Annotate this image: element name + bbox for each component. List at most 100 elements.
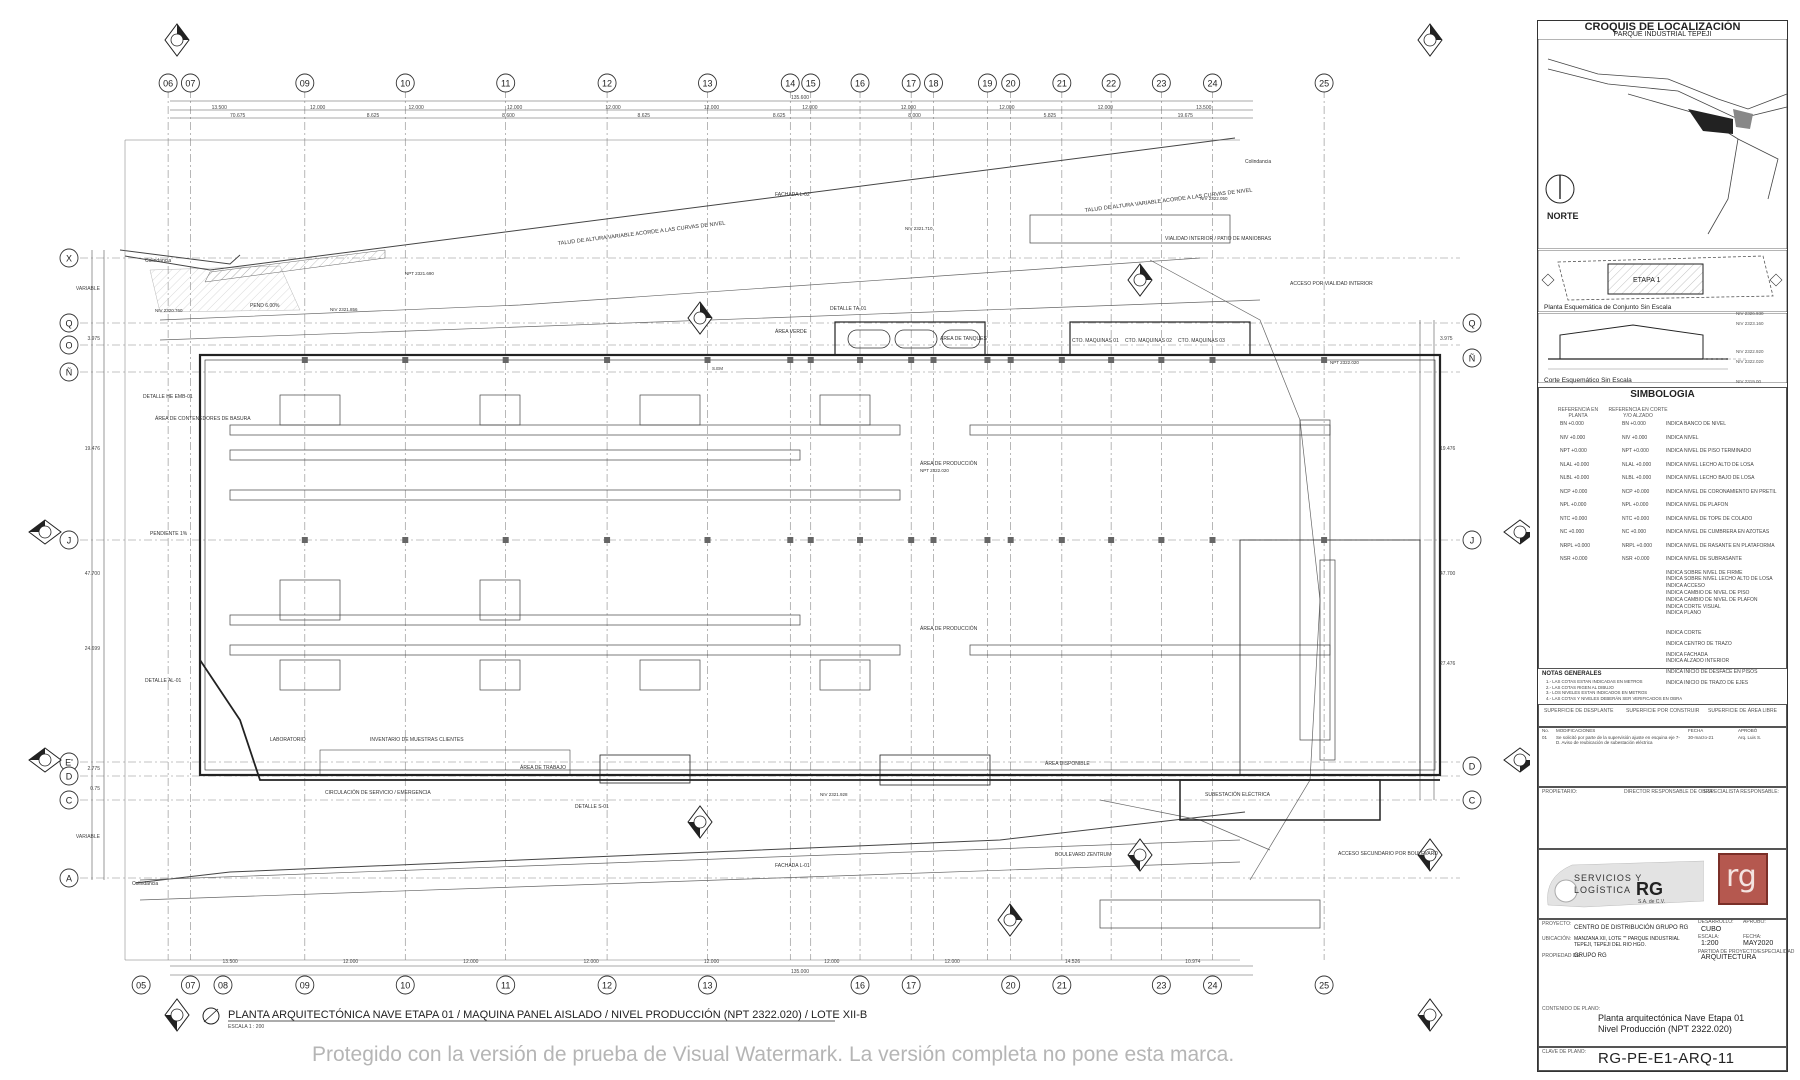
cto-maq-02-label: CTO. MAQUINAS 02 <box>1125 338 1172 344</box>
main-building <box>198 321 1442 821</box>
grid-bubble-bottom-11-label: 11 <box>501 981 510 991</box>
sim-row-plant-0: BN +0.000 <box>1560 421 1584 427</box>
dim-top-1-0: 13.500 <box>212 105 228 111</box>
grid-bubble-top-13: 13 <box>698 73 717 93</box>
column <box>704 537 711 543</box>
cto-maq-01-label: CTO. MAQUINAS 01 <box>1072 338 1119 344</box>
machine-line <box>969 424 1331 436</box>
mod-head-3: APROBÓ <box>1738 728 1758 733</box>
grid-bubble-top-24-label: 24 <box>1207 79 1217 89</box>
section-marker <box>28 519 62 545</box>
grid-bubble-right-1: Ñ <box>1462 348 1482 368</box>
dim-left-1: 3.975 <box>87 336 100 342</box>
drawing-title: PLANTA ARQUITECTÓNICA NAVE ETAPA 01 / MA… <box>228 1008 867 1021</box>
detalle-he-label: DETALLE HE EMB-01 <box>143 394 193 400</box>
column <box>1209 357 1216 363</box>
grid-bubble-right-4: C <box>1462 790 1482 810</box>
grid-bubble-left-8: A <box>59 868 79 888</box>
section-marker <box>1503 519 1530 545</box>
grid-bubble-left-2-label: O <box>65 341 72 351</box>
desarrollo-label: DESARROLLO: <box>1698 919 1734 925</box>
sim-row-section-0: BN +0.000 <box>1622 421 1646 427</box>
column <box>908 357 915 363</box>
mod-row-no: 01 <box>1542 735 1548 740</box>
title-block: CROQUIS DE LOCALIZACIÓN PARQUE INDUSTRIA… <box>1537 20 1794 1072</box>
grid-bubble-top-10-label: 10 <box>400 79 410 89</box>
machine-block <box>819 394 871 426</box>
area-verde-label: ÁREA VERDE <box>775 328 808 335</box>
laboratorio-label: LABORATORIO <box>270 737 306 743</box>
detalle-al-label: DETALLE AL-01 <box>145 678 182 684</box>
column <box>908 537 915 543</box>
sim-row-desc-0: INDICA BANCO DE NIVEL <box>1666 421 1727 427</box>
corte-esq-caption: Corte Esquemático Sin Escala <box>1544 377 1632 384</box>
grid-bubble-left-1-label: Q <box>65 319 72 329</box>
grid-bubble-left-8-label: A <box>66 874 72 884</box>
column <box>857 537 864 543</box>
sim-row-desc-3: INDICA NIVEL LECHO ALTO DE LOSA <box>1666 461 1754 468</box>
grid-lines <box>80 90 1460 960</box>
dim-top-2-3: 8.625 <box>638 113 651 119</box>
title-bubble <box>202 1007 220 1025</box>
grid-bubble-top-18-label: 18 <box>928 79 938 89</box>
partida-value: ARQUITECTURA <box>1701 954 1757 961</box>
column <box>1007 357 1014 363</box>
acceso-boulevard-label: ACCESO SECUNDARIO POR BOULEVARD <box>1338 851 1438 857</box>
sim-row-section-9: NRPL +0.000 <box>1622 542 1652 549</box>
section-marker <box>164 998 190 1032</box>
logo-rg: RG <box>1636 879 1663 899</box>
area-produccion-1-label: ÁREA DE PRODUCCIÓN <box>920 460 978 467</box>
grid-bubble-bottom-05-label: 05 <box>136 981 146 991</box>
corte-level-2: NIV 2322.920 <box>1736 349 1764 354</box>
column <box>807 537 814 543</box>
dim-bottom-1-7: 14.526 <box>1065 959 1081 965</box>
section-marker <box>1503 747 1530 773</box>
grid-bubble-top-06-label: 06 <box>163 79 173 89</box>
company-logo-mark <box>1547 860 1704 908</box>
watermark-text: Protegido con la versión de prueba de Vi… <box>312 1043 1235 1066</box>
grid-bubble-bottom-08: 08 <box>213 975 233 995</box>
sim-row-section-10: NSR +0.000 <box>1622 556 1650 562</box>
pendiente-label: PENDIENTE 1% <box>150 531 188 537</box>
mod-head-0: No. <box>1542 728 1550 733</box>
machine-block <box>279 579 341 621</box>
ramp-hatch <box>149 265 301 313</box>
nota-2: 3.- LOS NIVELES ESTAN INDICADOS EN METRO… <box>1546 690 1648 695</box>
partida-label: PARTIDA DE PROYECTO/ESPECIALIDAD <box>1698 949 1795 955</box>
area-disponible-label: ÁREA DISPONIBLE <box>1045 760 1090 767</box>
column <box>984 357 991 363</box>
especialista-label: ESPECIALISTA RESPONSABLE: <box>1704 789 1779 795</box>
modificaciones-box <box>1538 726 1787 788</box>
contenido-line-2: Nivel Producción (NPT 2322.020) <box>1598 1024 1732 1034</box>
clave-label: CLAVE DE PLANO: <box>1542 1049 1587 1055</box>
grid-bubble-top-19-label: 19 <box>982 79 992 89</box>
mod-head-1: MODIFICACIONES <box>1556 728 1596 733</box>
logo-rg-block: rg <box>1718 853 1768 905</box>
grid-bubble-bottom-12-label: 12 <box>602 981 612 991</box>
dim-top-1-8: 12.000 <box>999 105 1015 111</box>
grid-bubble-bottom-09: 09 <box>295 975 315 995</box>
sim-row-section-5: NCP +0.000 <box>1622 488 1650 495</box>
columns <box>301 357 1328 543</box>
dim-bottom-1-0: 13.500 <box>223 959 239 965</box>
sim-head-section: REFERENCIA EN CORTE Y/O ALZADO <box>1608 407 1668 419</box>
grid-bubble-bottom-21-label: 21 <box>1057 981 1067 991</box>
level-label-3: NIV 2320.760 <box>155 308 183 313</box>
sim-row-desc-5: INDICA NIVEL DE CORONAMIENTO EN PRETIL <box>1666 488 1777 495</box>
project-info-box <box>1538 918 1787 1048</box>
desarrollo-value: CUBO <box>1701 926 1722 933</box>
grid-bubble-right-0: Q <box>1462 313 1482 333</box>
sim-row-section-3: NLAL +0.000 <box>1622 461 1652 468</box>
section-marker <box>687 301 713 335</box>
grid-bubble-bottom-21: 21 <box>1052 975 1072 995</box>
sim-row-desc-8: INDICA NIVEL DE CUMBRERA EN AZOTEAS <box>1666 529 1770 535</box>
section-marker <box>997 903 1023 937</box>
grid-bubble-bottom-24: 24 <box>1203 975 1222 995</box>
grid-bubble-bottom-10-label: 10 <box>400 981 410 991</box>
propiedad-value: GRUPO RG <box>1574 953 1607 959</box>
machine-line <box>229 449 801 461</box>
contenido-label: CONTENIDO DE PLANO: <box>1542 1006 1601 1012</box>
